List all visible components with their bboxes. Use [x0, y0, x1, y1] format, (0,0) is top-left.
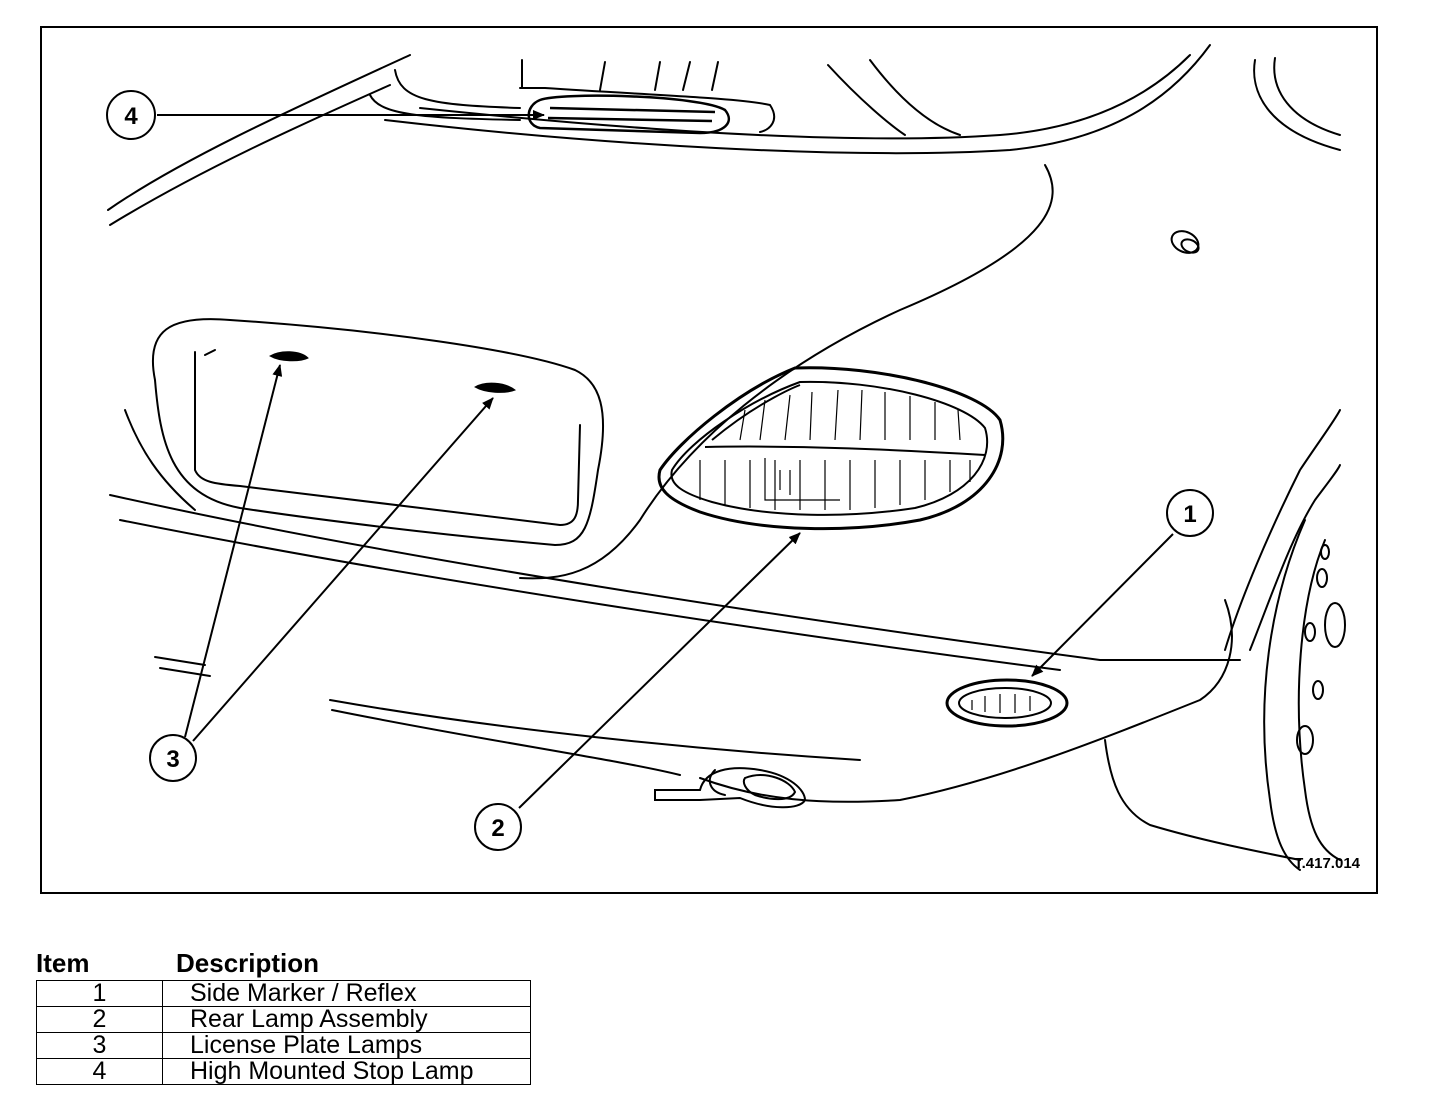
callout-2-number: 2	[491, 815, 504, 842]
legend-item-number: 3	[36, 1032, 163, 1059]
legend-row: 4 High Mounted Stop Lamp	[36, 1058, 531, 1085]
side-marker-reflex	[945, 678, 1069, 728]
license-plate-recess	[151, 318, 605, 547]
vehicle-rear-diagram: 1 2 3 4 T.417.014	[40, 26, 1378, 894]
legend-item-description: Rear Lamp Assembly	[162, 1006, 531, 1033]
callout-2: 2	[474, 803, 522, 851]
legend-header-description: Description	[176, 948, 320, 978]
legend-item-description: Side Marker / Reflex	[162, 980, 531, 1007]
license-plate-lamps	[269, 351, 516, 393]
callout-4: 4	[106, 90, 156, 140]
legend: Item Description 1 Side Marker / Reflex …	[36, 948, 531, 1085]
callout-leaders	[157, 110, 1174, 809]
legend-row: 3 License Plate Lamps	[36, 1032, 531, 1059]
callout-1: 1	[1166, 489, 1214, 537]
legend-item-number: 1	[36, 980, 163, 1007]
legend-item-description: License Plate Lamps	[162, 1032, 531, 1059]
high-mounted-stop-lamp	[527, 94, 731, 135]
legend-item-number: 4	[36, 1058, 163, 1085]
legend-table: 1 Side Marker / Reflex 2 Rear Lamp Assem…	[36, 980, 531, 1085]
legend-row: 1 Side Marker / Reflex	[36, 980, 531, 1007]
vehicle-outline	[107, 44, 1346, 871]
legend-item-description: High Mounted Stop Lamp	[162, 1058, 531, 1085]
callout-3-number: 3	[166, 746, 179, 773]
legend-row: 2 Rear Lamp Assembly	[36, 1006, 531, 1033]
rear-lamp-assembly	[657, 366, 1005, 531]
callout-4-number: 4	[124, 103, 138, 130]
diagram-frame	[40, 26, 1378, 894]
callout-1-number: 1	[1183, 501, 1196, 528]
callout-3: 3	[149, 734, 197, 782]
legend-header-item: Item	[36, 948, 90, 978]
figure-reference-code: T.417.014	[1294, 855, 1361, 872]
legend-header: Item Description	[36, 948, 531, 980]
legend-item-number: 2	[36, 1006, 163, 1033]
